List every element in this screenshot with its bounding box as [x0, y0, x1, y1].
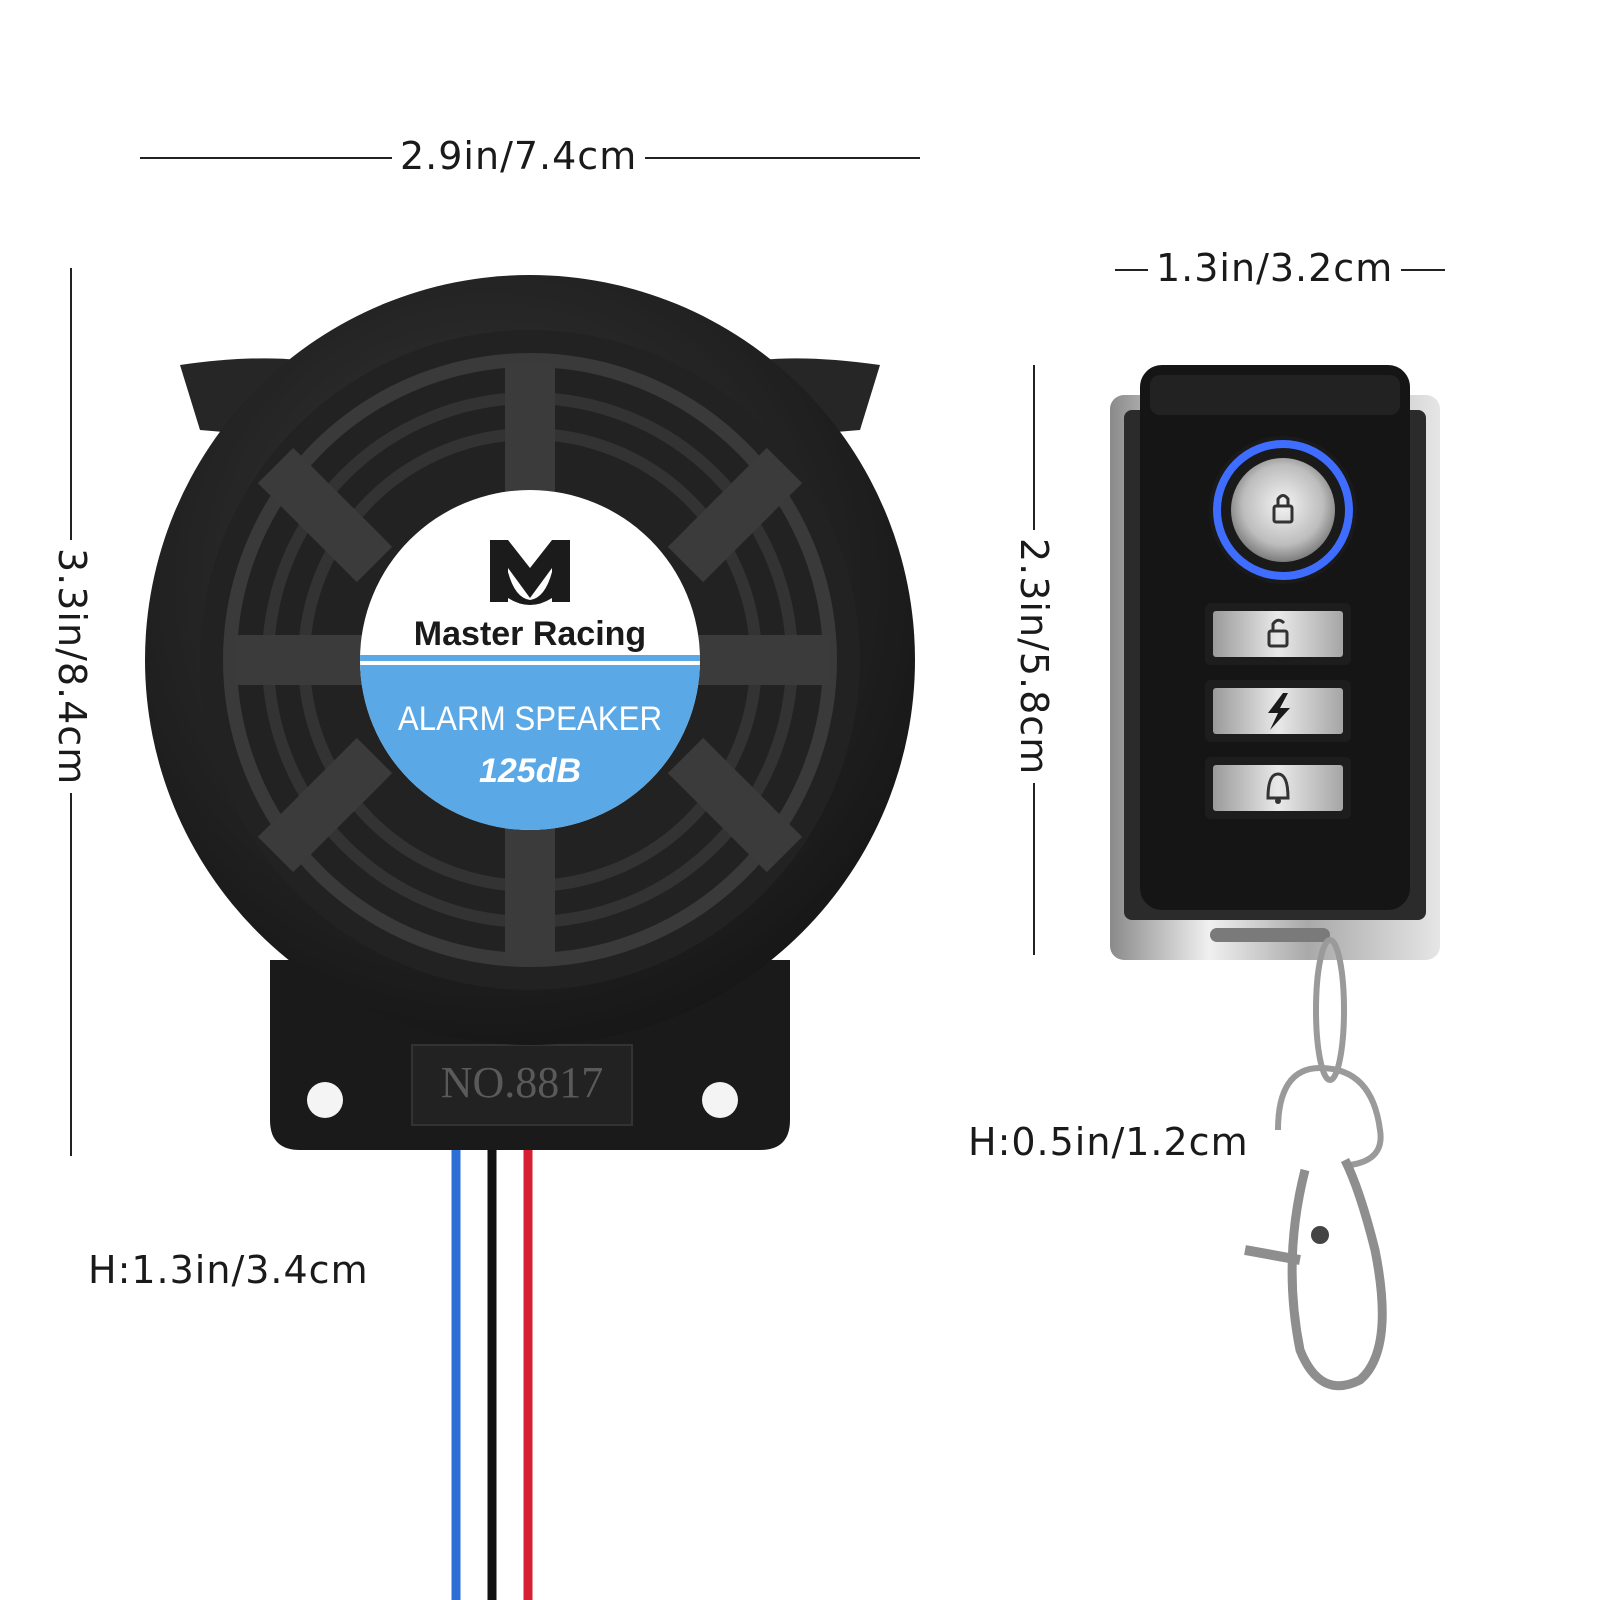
speaker-height-label: 3.3in/8.4cm — [50, 540, 94, 794]
remote-button-lightning — [1205, 680, 1351, 742]
speaker-brand-name: Master Racing — [413, 615, 647, 653]
speaker-model-number: NO.8817 — [440, 1058, 604, 1107]
lightning-icon — [1268, 693, 1290, 730]
remote-button-lock — [1209, 436, 1357, 584]
speaker-wires — [451, 1130, 533, 1600]
speaker-depth-label: H:1.3in/3.4cm — [88, 1248, 369, 1292]
remote-width-label: 1.3in/3.2cm — [1148, 246, 1402, 290]
speaker-width-label: 2.9in/7.4cm — [392, 134, 646, 178]
unlock-icon — [1267, 618, 1289, 648]
key-ring — [1244, 937, 1387, 1391]
speaker-rating: 125dB — [478, 752, 582, 790]
speaker-product-name: ALARM SPEAKER — [397, 700, 663, 738]
remote-button-unlock — [1205, 603, 1351, 665]
lock-icon — [1272, 494, 1294, 524]
remote-height-label: 2.3in/5.8cm — [1012, 530, 1056, 784]
remote-depth-label: H:0.5in/1.2cm — [968, 1120, 1249, 1164]
brand-logo — [490, 540, 570, 605]
remote-button-bell — [1205, 757, 1351, 819]
bell-icon — [1266, 772, 1290, 804]
